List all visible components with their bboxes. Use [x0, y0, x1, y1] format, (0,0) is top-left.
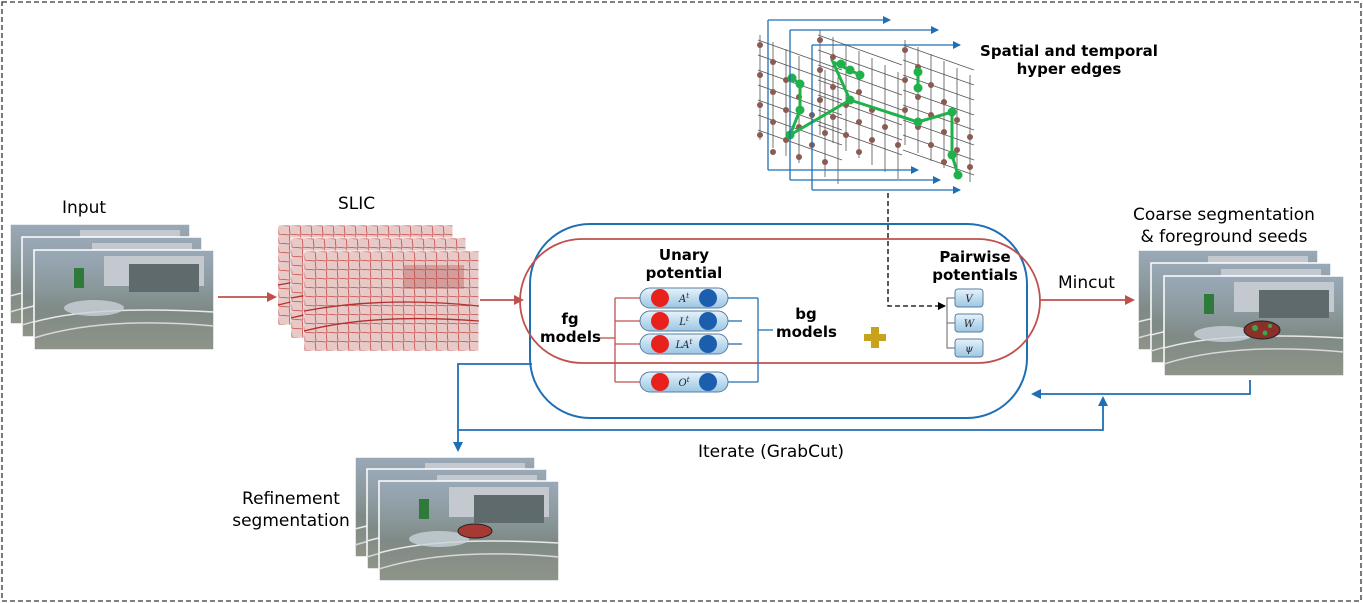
bg-node [699, 373, 717, 391]
pairwise-term-2: W [954, 313, 984, 333]
bg-node [699, 312, 717, 330]
input-label: Input [62, 198, 107, 218]
pairwise-potential-group: V W ψ [946, 288, 984, 358]
fg-node [651, 289, 669, 307]
pairwise-term-label: ψ [965, 344, 973, 355]
bg-models-label: bg models [776, 305, 837, 341]
coarse-seed-blob [1243, 320, 1281, 340]
slic-frames [277, 224, 480, 352]
refinement-label-line1: Refinement [242, 489, 340, 509]
pairwise-term-1: V [954, 288, 984, 308]
unary-label-line1: Unary [658, 246, 710, 264]
unary-potential-label: Unary potential [638, 246, 730, 282]
iterate-label: Iterate (GrabCut) [698, 442, 845, 462]
slic-label: SLIC [338, 194, 376, 214]
hyper-edges-label: Spatial and temporal hyper edges [975, 42, 1163, 78]
coarse-frames [1137, 249, 1345, 377]
unary-term-label: Lt [678, 315, 689, 328]
coarse-segmentation-label: Coarse segmentation & foreground seeds [1128, 205, 1320, 247]
pairwise-term-3: ψ [954, 338, 984, 358]
hypergraph-illustration [757, 20, 975, 194]
fg-node [651, 312, 669, 330]
bg-node [699, 335, 717, 353]
mincut-label: Mincut [1058, 273, 1115, 293]
pairwise-label-line1: Pairwise [939, 248, 1011, 266]
bg-label-line1: bg [795, 305, 817, 323]
unary-label-line2: potential [645, 264, 723, 282]
arrow-to-refinement [453, 363, 532, 452]
plus-icon [864, 327, 886, 348]
unary-term-label: LAt [675, 338, 693, 351]
pairwise-label-line2: potentials [932, 266, 1018, 284]
unary-term-4: Ot [615, 371, 758, 393]
refinement-frames [354, 456, 560, 582]
input-frames [9, 223, 215, 351]
fg-models-label: fg models [540, 310, 601, 346]
hyperedge-connector [887, 193, 946, 310]
grabcut-loop-box [529, 223, 1028, 419]
refinement-segmentation-label: Refinement segmentation [226, 489, 356, 531]
hyper-edges-line1: Spatial and temporal [980, 42, 1158, 60]
unary-potential-group: At Lt LAt Ot [599, 287, 773, 393]
fg-node [651, 373, 669, 391]
pairwise-term-label: W [964, 319, 975, 330]
energy-model-box [519, 238, 1041, 364]
unary-term-1: At [615, 287, 742, 309]
fg-label-line1: fg [561, 310, 579, 328]
refinement-label-line2: segmentation [232, 511, 350, 531]
unary-term-2: Lt [615, 310, 742, 332]
unary-term-3: LAt [615, 333, 742, 355]
fg-label-line2: models [540, 328, 601, 346]
bg-node [699, 289, 717, 307]
bg-label-line2: models [776, 323, 837, 341]
refinement-blob [457, 523, 493, 539]
unary-term-label: Ot [678, 376, 689, 389]
pairwise-term-label: V [965, 294, 974, 305]
unary-term-label: At [678, 292, 689, 305]
feedback-coarse-to-model [1031, 380, 1251, 399]
iterate-loop-line [458, 396, 1108, 431]
fg-node [651, 335, 669, 353]
hyper-edges-line2: hyper edges [1016, 60, 1122, 78]
coarse-label-line2: & foreground seeds [1140, 227, 1308, 247]
pairwise-potentials-label: Pairwise potentials [930, 248, 1020, 284]
coarse-label-line1: Coarse segmentation [1133, 205, 1315, 225]
